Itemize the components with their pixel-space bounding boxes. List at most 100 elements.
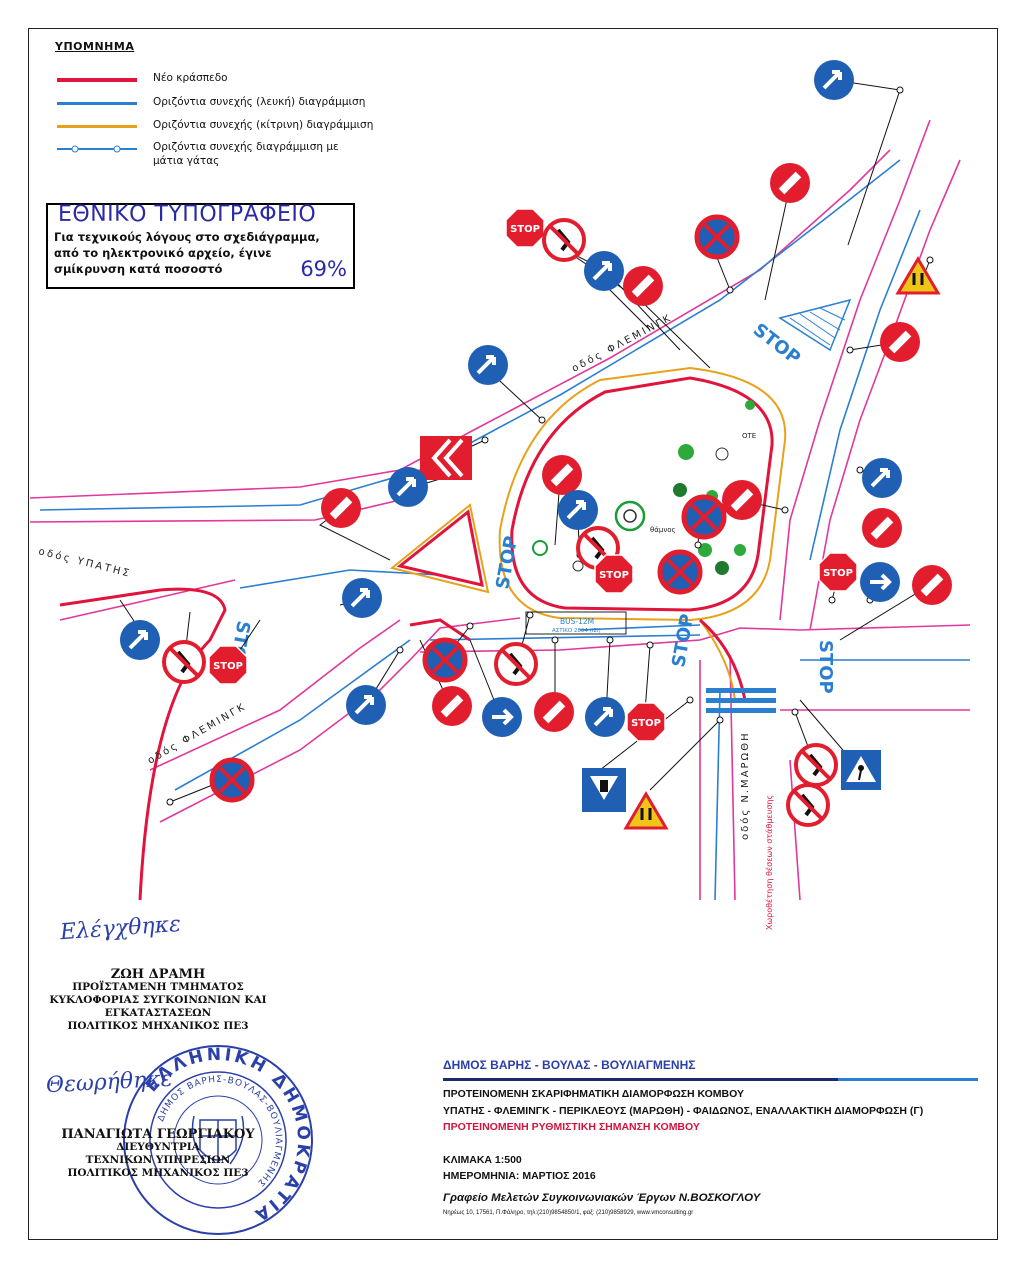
no-entry-sign-island-right — [722, 480, 762, 520]
road-edges — [29, 119, 971, 901]
no-entry-sign-far-right — [862, 508, 902, 548]
no-stopping-sign-top — [697, 217, 737, 257]
no-entry-sign-top — [623, 266, 663, 306]
title-rule-navy — [443, 1078, 838, 1081]
approver-2-line-2: ΤΕΧΝΙΚΩΝ ΥΠΗΡΕΣΙΩΝ — [85, 1154, 231, 1166]
priority-blue-sign — [582, 768, 626, 812]
parking-note: Χωροθέτηση θέσεων στάθμευσης — [764, 795, 774, 930]
bus-sub: ΑΣΤΙΚΟ 2804 (ΙΣΙ) — [552, 628, 601, 634]
bus-stop: BUS-12M ΑΣΤΙΚΟ 2804 (ΙΣΙ) — [525, 611, 627, 635]
legend-item-white-line: Οριζόντια συνεχής (λευκή) διαγράμμιση — [55, 96, 415, 112]
office-address: Νηρέως 10, 17561, Π.Φάληρο, τηλ:(210)985… — [443, 1210, 694, 1216]
stop-sign-left — [208, 645, 248, 685]
approver-2-line-1: ΔΙΕΥΘΥΝΤΡΙΑ — [116, 1141, 200, 1153]
no-turn-sign-bottom — [494, 642, 538, 686]
turn-sign-bottom-left — [344, 683, 388, 727]
no-turn-sign-bottom-right — [794, 743, 838, 787]
no-entry-sign-right-edge — [912, 565, 952, 605]
white-lane-markings — [39, 159, 970, 901]
legend-item-cat-eye-line: Οριζόντια συνεχής διαγράμμιση με μάτια γ… — [55, 141, 415, 171]
design-office: Γραφείο Μελετών Συγκοινωνιακών Έργων Ν.Β… — [443, 1192, 761, 1204]
official-seal: ΕΛΛΗΝΙΚΗ ΔΗΜΟΚΡΑΤΙΑ ΔΗΜΟΣ ΒΑΡΗΣ-ΒΟΥΛΑΣ-Β… — [123, 1045, 313, 1235]
island-plants — [532, 400, 755, 575]
turn-sign-far-left — [118, 618, 162, 662]
approver-1-line-1: ΠΡΟΪΣΤΑΜΕΝΗ ΤΜΗΜΑΤΟΣ — [72, 981, 244, 993]
approver-1-line-4: ΠΟΛΙΤΙΚΟΣ ΜΗΧΑΝΙΚΟΣ ΠΕ3 — [67, 1020, 249, 1032]
hatched-island — [778, 298, 852, 352]
notice-line-3: σμίκρυνση κατά ποσοστό — [54, 262, 223, 276]
legend-item-curb: Νέο κράσπεδο — [55, 72, 415, 88]
legend-swatch-curb — [57, 78, 137, 82]
stop-sign-right — [818, 552, 858, 592]
legend-label-cat-eye-line-2: μάτια γάτας — [153, 155, 220, 167]
stop-sign-bottom — [626, 702, 666, 742]
no-entry-sign-bottom — [432, 686, 472, 726]
titleblock-line-2: ΥΠΑΤΗΣ - ΦΛΕΜΙΝΓΚ - ΠΕΡΙΚΛΕΟΥΣ (ΜΑΡΩΘΗ) … — [443, 1105, 924, 1117]
no-entry-sign-upper-right — [770, 163, 810, 203]
legend-swatch-cat-eye — [57, 145, 137, 153]
approver-2-line-3: ΠΟΛΙΤΙΚΟΣ ΜΗΧΑΝΙΚΟΣ ΠΕ3 — [67, 1167, 249, 1179]
keep-left-sign — [466, 343, 510, 387]
keep-right-sign — [860, 456, 904, 500]
street-marothi: οδός Ν.ΜΑΡΩΘΗ — [739, 731, 751, 840]
t-junction-sign — [858, 560, 902, 604]
bus-label: BUS-12M — [560, 617, 594, 626]
pedestrian-crossing-sign — [840, 749, 882, 791]
two-way-warning-sign-bottom — [624, 792, 668, 830]
turn-left-only-sign — [812, 58, 856, 102]
notice-percent: 69% — [300, 257, 347, 281]
title-rule-blue — [838, 1078, 978, 1081]
no-stopping-sign-island-2 — [660, 552, 700, 592]
municipality-title: ΔΗΜΟΣ ΒΑΡΗΣ - ΒΟΥΛΑΣ - ΒΟΥΛΙΑΓΜΕΝΗΣ — [443, 1058, 696, 1072]
approver-1-name: ΖΩΗ ΔΡΑΜΗ — [110, 967, 206, 982]
two-way-warning-sign-top — [896, 257, 940, 295]
stop-sign-island — [594, 554, 634, 594]
drawing-sheet — [28, 28, 998, 1240]
approver-1-line-2: ΚΥΚΛΟΦΟΡΙΑΣ ΣΥΓΚΟΙΝΩΝΙΩΝ ΚΑΙ — [49, 994, 267, 1006]
legend-swatch-white-line — [57, 102, 137, 105]
turn-right-sign-top — [582, 249, 626, 293]
no-turn-sign-left — [162, 640, 206, 684]
stop-marking-right: STOP — [815, 640, 836, 694]
notice-line-1: Για τεχνικούς λόγους στο σχεδιάγραμμα, — [54, 230, 320, 244]
legend-label-white-line: Οριζόντια συνεχής (λευκή) διαγράμμιση — [153, 96, 366, 108]
coat-of-arms-icon — [191, 1115, 245, 1165]
chevron-sign — [420, 436, 472, 480]
legend-label-curb: Νέο κράσπεδο — [153, 72, 228, 84]
no-turn-sign-bottom-right-2 — [786, 783, 830, 827]
turn-sign-island — [556, 488, 600, 532]
no-stopping-sign-bottom-left — [212, 760, 252, 800]
turn-sign-left-mid — [386, 465, 430, 509]
no-stopping-sign-bottom — [425, 640, 465, 680]
thamnos-label: θάμνος — [650, 526, 676, 534]
no-entry-sign-bottom-2 — [534, 692, 574, 732]
stop-sign-top — [505, 208, 545, 248]
legend-label-cat-eye-line: Οριζόντια συνεχής διαγράμμιση με — [153, 141, 339, 153]
legend-swatch-yellow-line — [57, 125, 137, 128]
approver-1-line-3: ΕΓΚΑΤΑΣΤΑΣΕΩΝ — [104, 1007, 212, 1019]
approval-block-1: ΖΩΗ ΔΡΑΜΗ ΠΡΟΪΣΤΑΜΕΝΗ ΤΜΗΜΑΤΟΣ ΚΥΚΛΟΦΟΡΙ… — [28, 968, 288, 1033]
pedestrian-crossing — [706, 688, 776, 713]
turn-sign-left-road — [340, 576, 384, 620]
titleblock-line-3: ΠΡΟΤΕΙΝΟΜΕΝΗ ΡΥΘΜΙΣΤΙΚΗ ΣΗΜΑΝΣΗ ΚΟΜΒΟΥ — [443, 1121, 700, 1133]
drawing-date: ΗΜΕΡΟΜΗΝΙΑ: ΜΑΡΤΙΟΣ 2016 — [443, 1170, 596, 1182]
printing-office-notice: ΕΘΝΙΚΟ ΤΥΠΟΓΡΑΦΕΙΟ Για τεχνικούς λόγους … — [46, 202, 355, 289]
notice-title: ΕΘΝΙΚΟ ΤΥΠΟΓΡΑΦΕΙΟ — [58, 202, 317, 227]
no-entry-sign-left — [321, 488, 361, 528]
legend-item-yellow-line: Οριζόντια συνεχής (κίτρινη) διαγράμμιση — [55, 119, 415, 135]
turn-sign-bottom-right — [583, 695, 627, 739]
legend-label-yellow-line: Οριζόντια συνεχής (κίτρινη) διαγράμμιση — [153, 119, 374, 131]
approver-2-name: ΠΑΝΑΓΙΩΤΑ ΓΕΩΡΓΙΑΚΟΥ — [61, 1127, 255, 1142]
no-entry-sign-island — [542, 455, 582, 495]
notice-line-2: από το ηλεκτρονικό αρχείο, έγινε — [54, 246, 272, 260]
titleblock-line-1: ΠΡΟΤΕΙΝΟΜΕΝΗ ΣΚΑΡΙΦΗΜΑΤΙΚΗ ΔΙΑΜΟΡΦΩΣΗ ΚΟ… — [443, 1088, 745, 1100]
no-left-turn-sign-top — [542, 218, 586, 262]
no-entry-sign-right — [880, 322, 920, 362]
straight-sign-bottom — [480, 695, 524, 739]
approval-block-2: ΠΑΝΑΓΙΩΤΑ ΓΕΩΡΓΙΑΚΟΥ ΔΙΕΥΘΥΝΤΡΙΑ ΤΕΧΝΙΚΩ… — [28, 1128, 288, 1180]
no-stopping-sign-island — [684, 497, 724, 537]
ote-label: ΟΤΕ — [742, 432, 756, 440]
legend-title: ΥΠΟΜΝΗΜΑ — [55, 40, 135, 53]
